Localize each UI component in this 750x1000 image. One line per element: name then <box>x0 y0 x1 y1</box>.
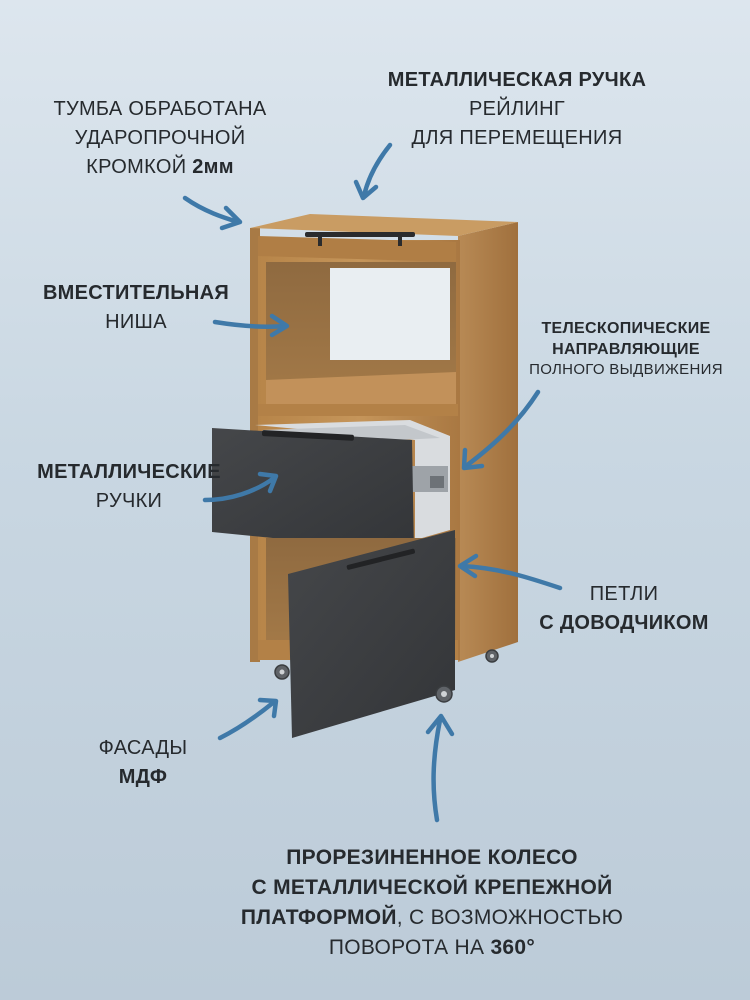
callout-hinges-line1: ПЕТЛИ <box>589 583 659 605</box>
callout-rail-line1: МЕТАЛЛИЧЕСКАЯ РУЧКА <box>387 69 647 91</box>
cabinet-right-side <box>458 222 518 662</box>
arrow-edge <box>182 195 241 225</box>
callout-fronts-line1: ФАСАДЫ <box>98 737 188 759</box>
callout-slides-line3: ПОЛНОГО ВЫДВИЖЕНИЯ <box>529 361 723 378</box>
arrow-slides <box>463 389 541 469</box>
arrow-handles-head <box>257 471 279 494</box>
callout-hinges: ПЕТЛИ С ДОВОДЧИКОМ <box>518 580 730 638</box>
callout-edge: ТУМБА ОБРАБОТАНА УДАРОПРОЧНОЙ КРОМКОЙ 2м… <box>40 95 280 182</box>
callout-niche: ВМЕСТИТЕЛЬНАЯ НИША <box>30 279 242 337</box>
arrow-niche-head <box>269 313 290 338</box>
callout-niche-line1: ВМЕСТИТЕЛЬНАЯ <box>42 282 230 304</box>
callout-wheel-line2: С МЕТАЛЛИЧЕСКОЙ КРЕПЕЖНОЙ <box>251 876 613 899</box>
callout-slides-line1: ТЕЛЕСКОПИЧЕСКИЕ <box>541 320 711 337</box>
arrow-rail-head <box>353 179 379 201</box>
cabinet-top <box>250 214 518 236</box>
callout-edge-line2: УДАРОПРОЧНОЙ <box>74 127 246 149</box>
callout-rail: МЕТАЛЛИЧЕСКАЯ РУЧКА РЕЙЛИНГ ДЛЯ ПЕРЕМЕЩЕ… <box>362 66 672 153</box>
callout-edge-line1: ТУМБА ОБРАБОТАНА <box>53 98 267 120</box>
callout-wheel-line4: ПОВОРОТА НА 360° <box>328 936 536 959</box>
arrow-handles <box>202 475 277 503</box>
callout-handles-line1: МЕТАЛЛИЧЕСКИЕ <box>37 461 221 483</box>
drawer-box <box>255 420 450 540</box>
callout-edge-line3: КРОМКОЙ 2мм <box>86 156 234 178</box>
arrow-rail <box>361 142 393 199</box>
callout-slides-line2: НАПРАВЛЯЮЩИЕ <box>552 341 700 358</box>
door-handle <box>346 548 415 570</box>
callout-fronts: ФАСАДЫ МДФ <box>70 734 216 792</box>
rail-handle <box>305 232 415 237</box>
callout-handles-line2: РУЧКИ <box>95 490 163 512</box>
callout-slides: ТЕЛЕСКОПИЧЕСКИЕ НАПРАВЛЯЮЩИЕ ПОЛНОГО ВЫД… <box>518 318 734 380</box>
callout-wheel: ПРОРЕЗИНЕННОЕ КОЛЕСО С МЕТАЛЛИЧЕСКОЙ КРЕ… <box>178 843 686 963</box>
arrow-fronts-head <box>257 697 279 719</box>
arrow-niche <box>212 319 288 330</box>
callout-hinges-line2: С ДОВОДЧИКОМ <box>539 612 709 634</box>
callout-wheel-line1: ПРОРЕЗИНЕННОЕ КОЛЕСО <box>286 846 578 869</box>
callout-rail-line3: ДЛЯ ПЕРЕМЕЩЕНИЯ <box>411 127 623 149</box>
door-front <box>288 530 455 738</box>
arrow-slides-head <box>461 447 485 471</box>
arrow-hinges <box>459 563 563 591</box>
callout-wheel-line3: ПЛАТФОРМОЙ, С ВОЗМОЖНОСТЬЮ <box>240 906 624 929</box>
arrow-edge-head <box>219 205 243 231</box>
callout-rail-line2: РЕЙЛИНГ <box>469 98 565 120</box>
callout-handles: МЕТАЛЛИЧЕСКИЕ РУЧКИ <box>22 458 236 516</box>
arrow-hinges-head <box>457 553 479 579</box>
drawer-front <box>212 428 414 552</box>
arrow-wheel-head <box>425 713 455 737</box>
arrow-wheel <box>431 717 443 823</box>
arrow-fronts <box>217 699 277 741</box>
callout-fronts-line2: МДФ <box>118 766 168 788</box>
callout-niche-line2: НИША <box>105 311 167 333</box>
drawer-handle <box>261 430 354 441</box>
